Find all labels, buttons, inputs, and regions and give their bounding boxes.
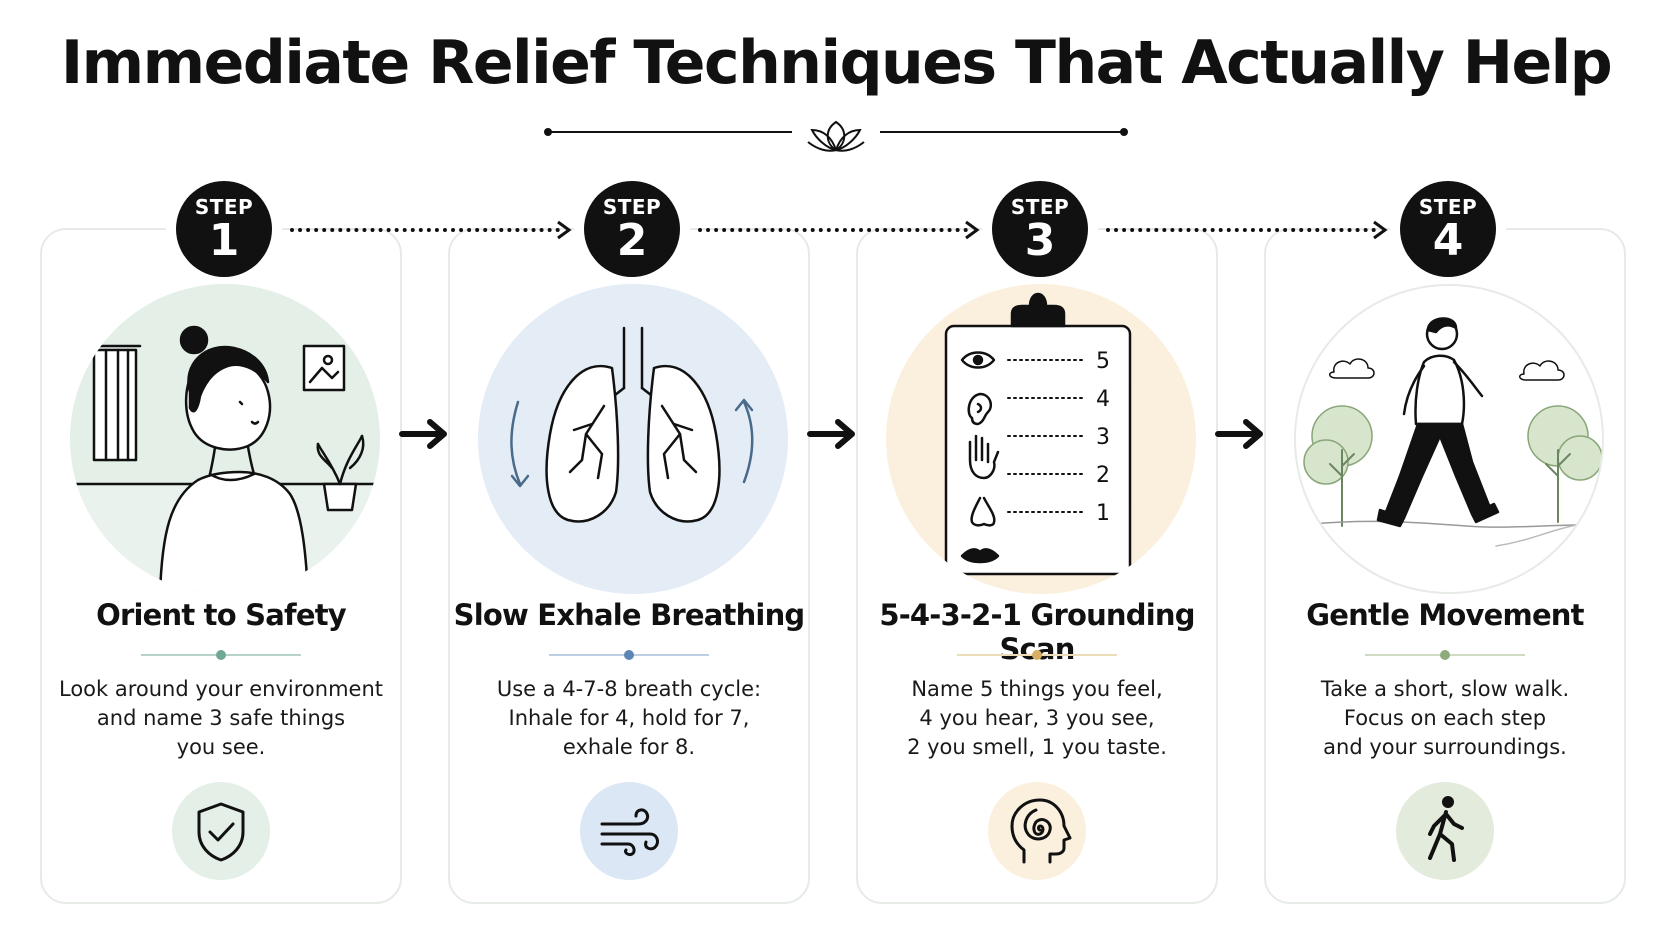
arrow-right-icon [399, 419, 447, 449]
walking-illustration [1294, 284, 1604, 594]
picture-frame-icon [302, 344, 346, 392]
step-number: 2 [616, 215, 648, 266]
checklist-count: 2 [1096, 463, 1110, 488]
walking-person-icon [1396, 782, 1494, 880]
orient-illustration [70, 284, 380, 594]
step-connector-1 [290, 228, 560, 236]
step-connector-2 [698, 228, 968, 236]
connector-arrowhead [557, 220, 572, 240]
title-rule [549, 650, 709, 660]
step-badge-1: STEP 1 [176, 181, 272, 277]
step-description-3: Name 5 things you feel, 4 you hear, 3 yo… [907, 677, 1167, 759]
title-rule [1365, 650, 1525, 660]
woman-figure [158, 325, 310, 594]
nose-icon [970, 496, 996, 527]
lungs-illustration [478, 284, 788, 594]
tree-icon [1303, 405, 1373, 527]
arrow-right-icon [807, 419, 855, 449]
step-badge-3: STEP 3 [992, 181, 1088, 277]
hand-icon [968, 434, 1000, 480]
ear-icon [967, 392, 992, 426]
step-description-4: Take a short, slow walk. Focus on each s… [1320, 677, 1570, 759]
step-label: STEP [194, 195, 254, 219]
connector-arrowhead [1373, 220, 1388, 240]
step-description-2: Use a 4-7-8 breath cycle: Inhale for 4, … [496, 677, 762, 759]
step-number: 3 [1024, 215, 1056, 266]
step-title-3: 5-4-3-2-1 Grounding Scan [879, 598, 1195, 666]
lips-icon [960, 548, 1000, 564]
checklist-count: 5 [1096, 349, 1110, 374]
checklist-count: 1 [1096, 501, 1110, 526]
wind-icon [580, 782, 678, 880]
tree-icon [1527, 405, 1602, 523]
step-title-4: Gentle Movement [1306, 598, 1584, 632]
title-rule [141, 650, 301, 660]
eye-icon [960, 351, 996, 369]
walking-man-figure [1376, 317, 1500, 528]
step-label: STEP [602, 195, 662, 219]
potted-plant-icon [316, 434, 365, 512]
checklist-leaders [1007, 359, 1083, 513]
step-title-2: Slow Exhale Breathing [453, 598, 806, 632]
grounding-illustration: 5 4 3 2 1 [886, 284, 1196, 594]
step-description-1: Look around your environment and name 3 … [58, 677, 383, 759]
title-divider [544, 120, 1128, 152]
shield-check-icon [172, 782, 270, 880]
exhale-arrow-icon [734, 398, 754, 484]
step-title-1: Orient to Safety [96, 598, 347, 632]
title-rule [957, 650, 1117, 660]
cloud-icon [1519, 360, 1565, 381]
checklist-count: 3 [1096, 425, 1110, 450]
lotus-icon [807, 120, 865, 152]
inhale-arrow-icon [510, 400, 530, 488]
head-spiral-icon [988, 782, 1086, 880]
step-label: STEP [1010, 195, 1070, 219]
cloud-icon [1329, 358, 1375, 379]
lungs-icon [545, 326, 721, 523]
step-badge-4: STEP 4 [1400, 181, 1496, 277]
step-number: 1 [208, 215, 240, 266]
window-curtain-icon [88, 344, 142, 462]
step-badge-2: STEP 2 [584, 181, 680, 277]
page-title: Immediate Relief Techniques That Actuall… [60, 28, 1613, 98]
arrow-right-icon [1215, 419, 1263, 449]
step-label: STEP [1418, 195, 1478, 219]
connector-arrowhead [965, 220, 980, 240]
step-number: 4 [1432, 215, 1464, 266]
step-connector-3 [1106, 228, 1376, 236]
checklist-count: 4 [1096, 387, 1110, 412]
